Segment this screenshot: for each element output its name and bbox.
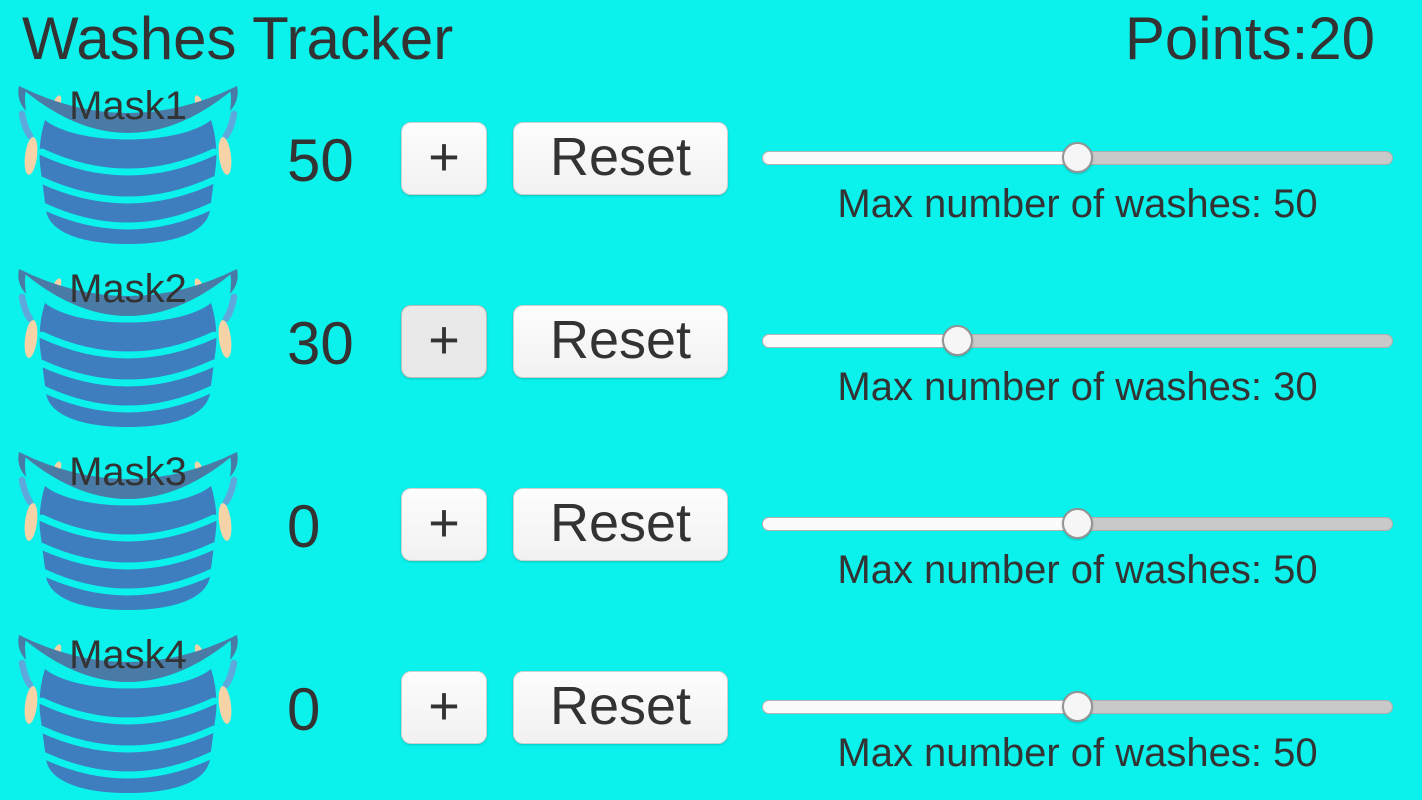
mask-label: Mask1 <box>69 84 187 128</box>
slider-track-filled <box>762 151 1078 165</box>
mask-row-3: Mask3 0 + Reset Max number of washes: 50 <box>0 442 1422 625</box>
slider-track-filled <box>762 700 1078 714</box>
slider-thumb[interactable] <box>1062 691 1093 722</box>
max-washes-label: Max number of washes: 50 <box>837 182 1318 226</box>
slider-track-filled <box>762 517 1078 531</box>
mask-row-4: Mask4 0 + Reset Max number of washes: 50 <box>0 625 1422 800</box>
reset-button[interactable]: Reset <box>513 305 728 378</box>
max-washes-slider[interactable] <box>762 508 1393 540</box>
wash-count: 0 <box>287 676 321 743</box>
increment-button[interactable]: + <box>401 305 487 378</box>
wash-count: 50 <box>287 127 354 194</box>
slider-thumb[interactable] <box>1062 508 1093 539</box>
points-display: Points:20 <box>1125 6 1375 72</box>
increment-button[interactable]: + <box>401 671 487 744</box>
slider-thumb[interactable] <box>1062 142 1093 173</box>
reset-button[interactable]: Reset <box>513 671 728 744</box>
mask-label: Mask3 <box>69 450 187 494</box>
slider-track-filled <box>762 334 958 348</box>
wash-count: 0 <box>287 493 321 560</box>
mask-row-2: Mask2 30 + Reset Max number of washes: 3… <box>0 259 1422 442</box>
max-washes-slider[interactable] <box>762 691 1393 723</box>
max-washes-label: Max number of washes: 50 <box>837 731 1318 775</box>
increment-button[interactable]: + <box>401 488 487 561</box>
slider-thumb[interactable] <box>942 325 974 356</box>
points-value: 20 <box>1308 5 1375 72</box>
page-title: Washes Tracker <box>22 5 454 72</box>
mask-label: Mask4 <box>69 633 187 677</box>
mask-row-1: Mask1 50 + Reset Max number of washes: 5… <box>0 76 1422 259</box>
reset-button[interactable]: Reset <box>513 122 728 195</box>
max-washes-label: Max number of washes: 50 <box>837 548 1318 592</box>
max-washes-label: Max number of washes: 30 <box>837 365 1318 409</box>
increment-button[interactable]: + <box>401 122 487 195</box>
wash-count: 30 <box>287 310 354 377</box>
reset-button[interactable]: Reset <box>513 488 728 561</box>
max-washes-slider[interactable] <box>762 325 1393 357</box>
points-label: Points: <box>1124 5 1309 72</box>
max-washes-slider[interactable] <box>762 142 1393 174</box>
mask-label: Mask2 <box>69 267 187 311</box>
